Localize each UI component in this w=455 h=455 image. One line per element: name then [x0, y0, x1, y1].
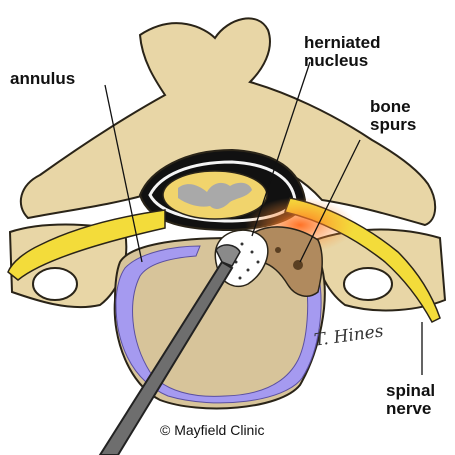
spur-pore	[275, 247, 281, 253]
spur-pore	[293, 260, 303, 270]
label-annulus: annulus	[10, 70, 75, 88]
label-herniated-nucleus: herniated nucleus	[304, 34, 381, 70]
right-foramen	[344, 268, 392, 300]
left-foramen	[33, 268, 77, 300]
copyright-notice: © Mayfield Clinic	[160, 422, 264, 438]
label-spinal-nerve: spinal nerve	[386, 382, 435, 418]
label-bone-spurs: bone spurs	[370, 98, 416, 134]
